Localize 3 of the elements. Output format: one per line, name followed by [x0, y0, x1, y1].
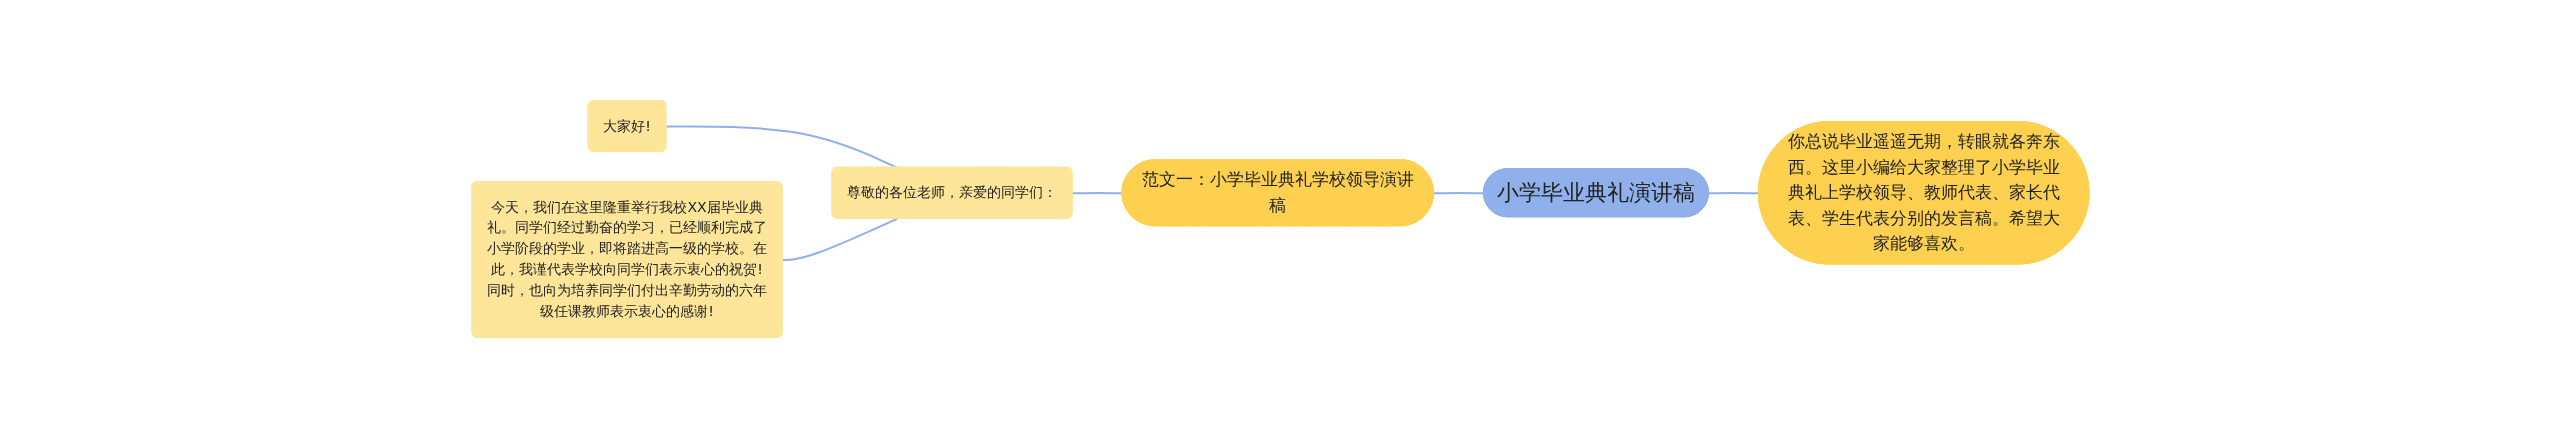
connector — [1071, 191, 1123, 195]
connector — [781, 217, 898, 261]
connector — [664, 125, 898, 169]
